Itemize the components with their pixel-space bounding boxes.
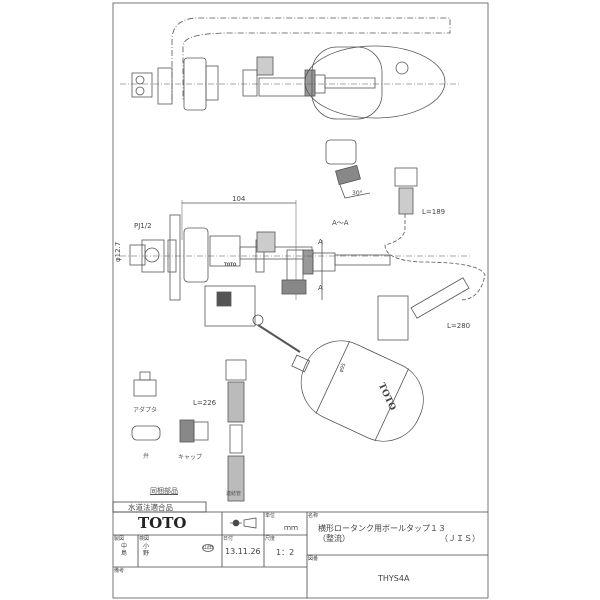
drafter-label: 製図	[114, 536, 125, 542]
length-189: L=189	[422, 208, 446, 216]
angle-detail	[325, 139, 486, 341]
remarks-label: 備考	[114, 568, 125, 574]
included-parts-label: 同梱部品	[150, 487, 178, 495]
product-subname: （整流）	[318, 534, 350, 543]
approval-stamp: 山田	[202, 544, 214, 552]
drawing-number: THYS4A	[378, 574, 410, 583]
unit-value: ｍｍ	[284, 524, 298, 532]
length-226: L=226	[193, 399, 217, 407]
valve-label: 弁	[143, 453, 150, 460]
section-letter-top: A	[318, 238, 323, 246]
scale-value: 1：2	[276, 548, 295, 557]
toto-logo: TOTO	[138, 514, 187, 532]
compliance-label: 水道法適合品	[128, 503, 173, 512]
product-standard: （ＪＩＳ）	[440, 534, 480, 543]
checker-name: 小野	[143, 543, 150, 557]
included-parts	[131, 371, 209, 443]
projection-symbol-icon	[230, 517, 257, 529]
drawing-number-label: 図番	[308, 556, 319, 562]
dimension-width: 104	[232, 195, 246, 203]
product-name: 横形ロータンク用ボールタップ１３	[318, 524, 446, 533]
section-letter-bottom: A	[318, 284, 323, 292]
diameter-label: φ12.7	[114, 241, 122, 262]
drawing-frame	[112, 2, 489, 599]
adapter-label: アダプタ	[133, 407, 158, 414]
connector-pipe	[225, 359, 247, 502]
date-label: 日付	[223, 536, 234, 542]
checker-label: 検図	[139, 536, 150, 542]
scale-label: 尺度	[265, 536, 276, 542]
connector-label: 連結管	[226, 491, 242, 497]
top-view-assembly	[120, 17, 460, 120]
float-ball	[291, 340, 424, 442]
date-value: 13.11.26	[225, 547, 261, 556]
angle-label: 30°	[352, 190, 363, 197]
title-block-grid	[112, 501, 488, 598]
drafter-name: 中島	[121, 543, 128, 557]
unit-label: 単位	[265, 513, 276, 519]
length-280: L=280	[447, 322, 471, 330]
thread-label: PJ1/2	[134, 222, 152, 230]
front-view-assembly	[120, 200, 470, 353]
cap-label: キャップ	[178, 454, 203, 461]
body-logo: TOTO	[224, 262, 237, 267]
section-label: A～A	[332, 219, 349, 227]
name-label: 名称	[308, 513, 319, 519]
